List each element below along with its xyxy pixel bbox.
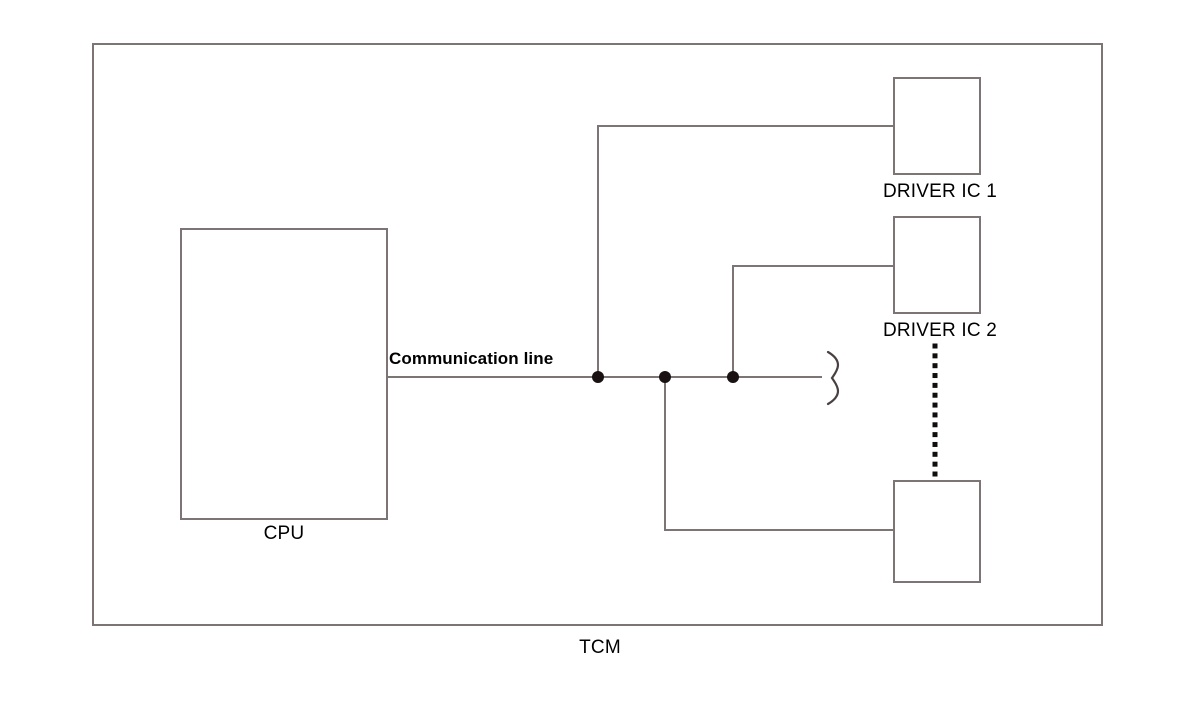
continuation-dot <box>932 441 938 447</box>
junction-dot-driver-ic-2 <box>727 371 739 383</box>
driver-ic-1-block-box <box>893 77 981 175</box>
branch-wire-driver-ic-n <box>664 377 894 531</box>
branch-wire-driver-ic-2 <box>732 265 894 377</box>
line-break-squiggle-icon <box>826 350 839 406</box>
continuation-dot <box>932 353 938 359</box>
driver-ic-continuation-dots <box>932 343 938 477</box>
continuation-dot <box>932 402 938 408</box>
cpu-block-label: CPU <box>263 523 305 544</box>
communication-line-label: Communication line <box>389 349 554 368</box>
junction-dot-driver-ic-n <box>659 371 671 383</box>
driver-ic-n-block-box <box>893 480 981 583</box>
junction-dot-driver-ic-1 <box>592 371 604 383</box>
continuation-dot <box>932 412 938 418</box>
continuation-dot <box>932 382 938 388</box>
tcm-enclosure-box <box>92 43 1103 626</box>
continuation-dot <box>932 471 938 477</box>
driver-ic-2-block-label: DRIVER IC 2 <box>882 320 998 341</box>
driver-ic-1-block-label: DRIVER IC 1 <box>882 181 998 202</box>
continuation-dot <box>932 432 938 438</box>
cpu-block-box <box>180 228 388 520</box>
branch-wire-driver-ic-1 <box>597 125 894 377</box>
continuation-dot <box>932 343 938 349</box>
continuation-dot <box>932 363 938 369</box>
continuation-dot <box>932 461 938 467</box>
continuation-dot <box>932 422 938 428</box>
continuation-dot <box>932 451 938 457</box>
tcm-enclosure-label: TCM <box>579 637 621 658</box>
continuation-dot <box>932 373 938 379</box>
driver-ic-2-block-box <box>893 216 981 314</box>
continuation-dot <box>932 392 938 398</box>
